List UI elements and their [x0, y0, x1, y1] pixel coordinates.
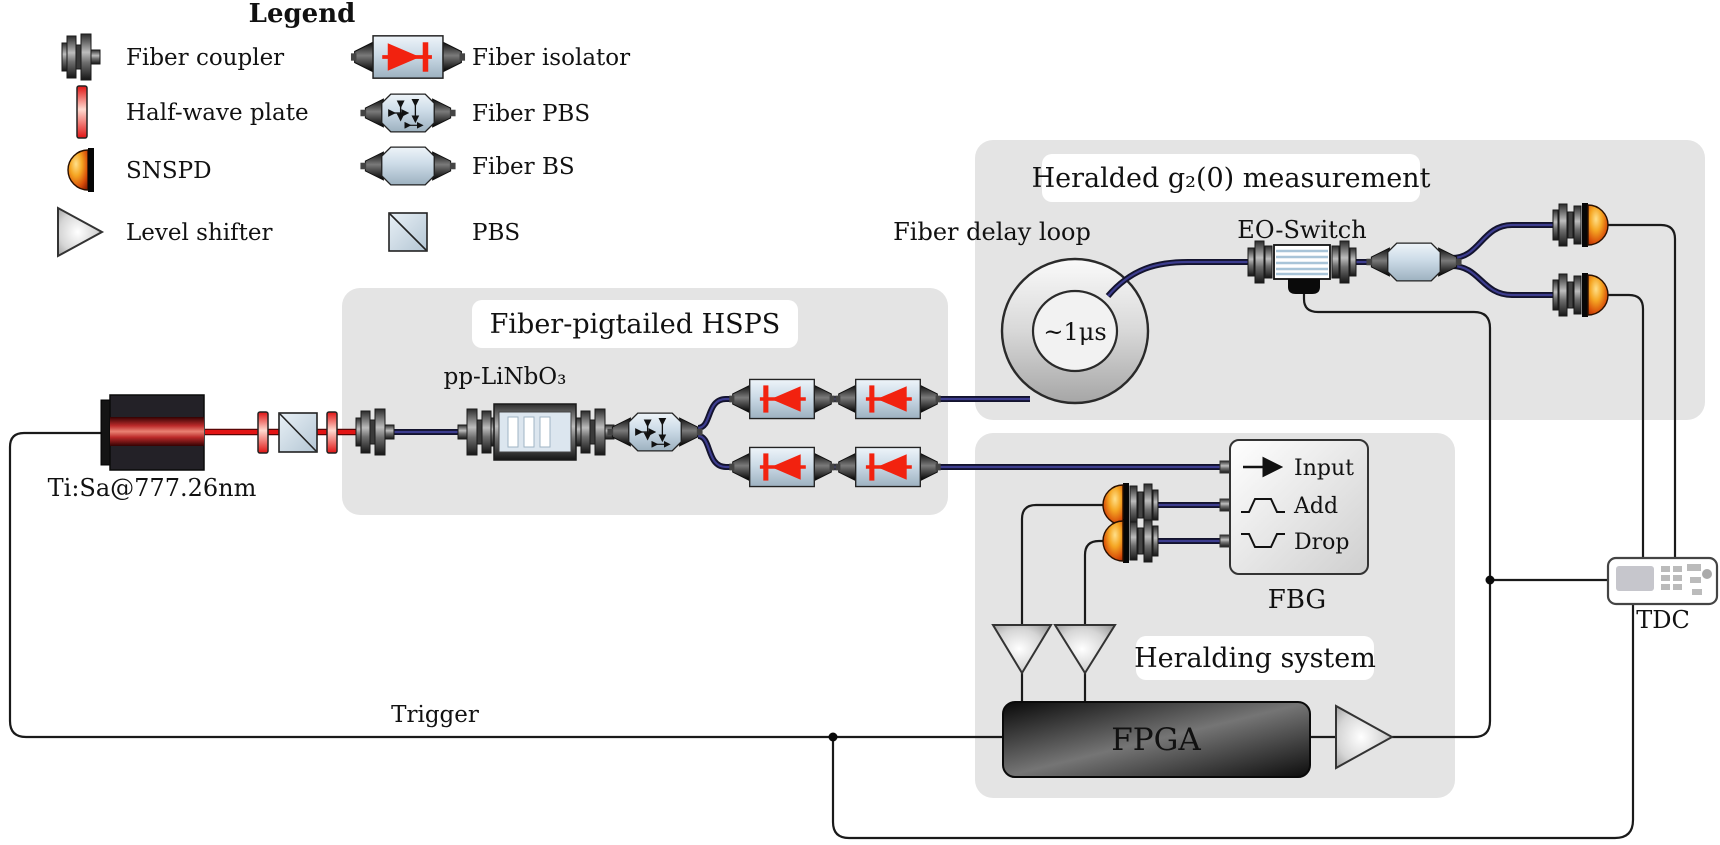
- legend-item-label: Fiber isolator: [472, 45, 630, 71]
- legend-item-label: Half-wave plate: [126, 100, 309, 126]
- g2-title: Heralded g₂(0) measurement: [1032, 163, 1431, 194]
- half-wave-plate-2: [326, 411, 338, 454]
- eo-switch-label: EO-Switch: [1237, 216, 1366, 244]
- legend-item-label: Fiber PBS: [472, 101, 590, 127]
- legend-item-label: SNSPD: [126, 158, 212, 184]
- tdc-label: TDC: [1636, 606, 1690, 634]
- g2-title-chip: [1042, 154, 1420, 202]
- fbg-label: FBG: [1268, 585, 1326, 615]
- delay-loop-exit-fiber-core: [1107, 260, 1254, 297]
- hsps-title-chip: [472, 300, 798, 348]
- half-wave-plate-1: [257, 411, 269, 454]
- legend-item-label: Fiber BS: [472, 154, 575, 180]
- trigger-branch-wire: [831, 604, 1635, 840]
- fbg-add-pulse-icon: [1241, 498, 1285, 513]
- fbg-port-input-label: Input: [1294, 456, 1354, 481]
- tdc-screen: [1616, 566, 1654, 591]
- tdc-keypad: [1661, 564, 1712, 595]
- legend-item-label: Level shifter: [126, 220, 273, 246]
- fbg-port-drop-label: Drop: [1294, 530, 1349, 555]
- tisa-laser: [100, 394, 205, 471]
- ppln-label: pp-LiNbO₃: [444, 364, 567, 390]
- eo-switch: [1247, 240, 1357, 294]
- herald-snspd-2: [1102, 518, 1159, 564]
- level-shifter-3: [1335, 704, 1395, 770]
- hsps-title: Fiber-pigtailed HSPS: [490, 309, 781, 340]
- pbs-cube: [278, 412, 318, 453]
- snspd-2: [1552, 272, 1609, 318]
- herald-snspd2-signal-wire: [1083, 539, 1103, 625]
- half-wave-plate-icon: [76, 85, 88, 139]
- delay-value-label: ~1μs: [1043, 318, 1106, 346]
- legend: Legend Fiber coupler Half-wave plate SNS…: [57, 0, 630, 258]
- fiber-bs-icon: [359, 146, 457, 186]
- delay-loop-label: Fiber delay loop: [893, 218, 1091, 246]
- tdc-junction-dot: [1485, 575, 1495, 585]
- ppln-waveguide: [457, 403, 615, 461]
- tdc: [1606, 556, 1719, 606]
- trigger-wire: [8, 431, 1003, 739]
- snspd-1: [1552, 202, 1609, 248]
- legend-title: Legend: [249, 0, 356, 29]
- legend-item-label: PBS: [472, 220, 520, 246]
- snspd1-signal-wire: [1607, 223, 1677, 558]
- heralding-title-chip: [1136, 636, 1374, 680]
- level-shifter-icon: [57, 206, 105, 258]
- eo-switch-control-wire: [1302, 294, 1492, 739]
- snspd-icon: [67, 147, 95, 193]
- fiber-isolator-icon: [349, 34, 467, 81]
- level-shifter-2: [1053, 624, 1117, 675]
- fpga-label: FPGA: [1111, 722, 1201, 758]
- laser-label: Ti:Sa@777.26nm: [48, 474, 257, 502]
- legend-item-label: Fiber coupler: [126, 45, 284, 71]
- fbg-drop-pulse-icon: [1241, 533, 1285, 548]
- fbg-port-add-label: Add: [1293, 494, 1338, 519]
- fiber-coupler-icon: [61, 33, 101, 81]
- trigger-junction-dot: [828, 732, 838, 742]
- fpga: FPGA: [1002, 701, 1311, 778]
- heralding-title: Heralding system: [1134, 643, 1376, 674]
- pbs-icon: [388, 212, 428, 252]
- level-shifter-1: [991, 624, 1053, 675]
- fbg: Input Add Drop: [1219, 439, 1369, 575]
- herald-snspd1-signal-wire: [1020, 503, 1103, 625]
- trigger-label: Trigger: [391, 702, 479, 728]
- fiber-pbs-icon: [360, 94, 455, 132]
- snspd2-signal-wire: [1607, 293, 1645, 558]
